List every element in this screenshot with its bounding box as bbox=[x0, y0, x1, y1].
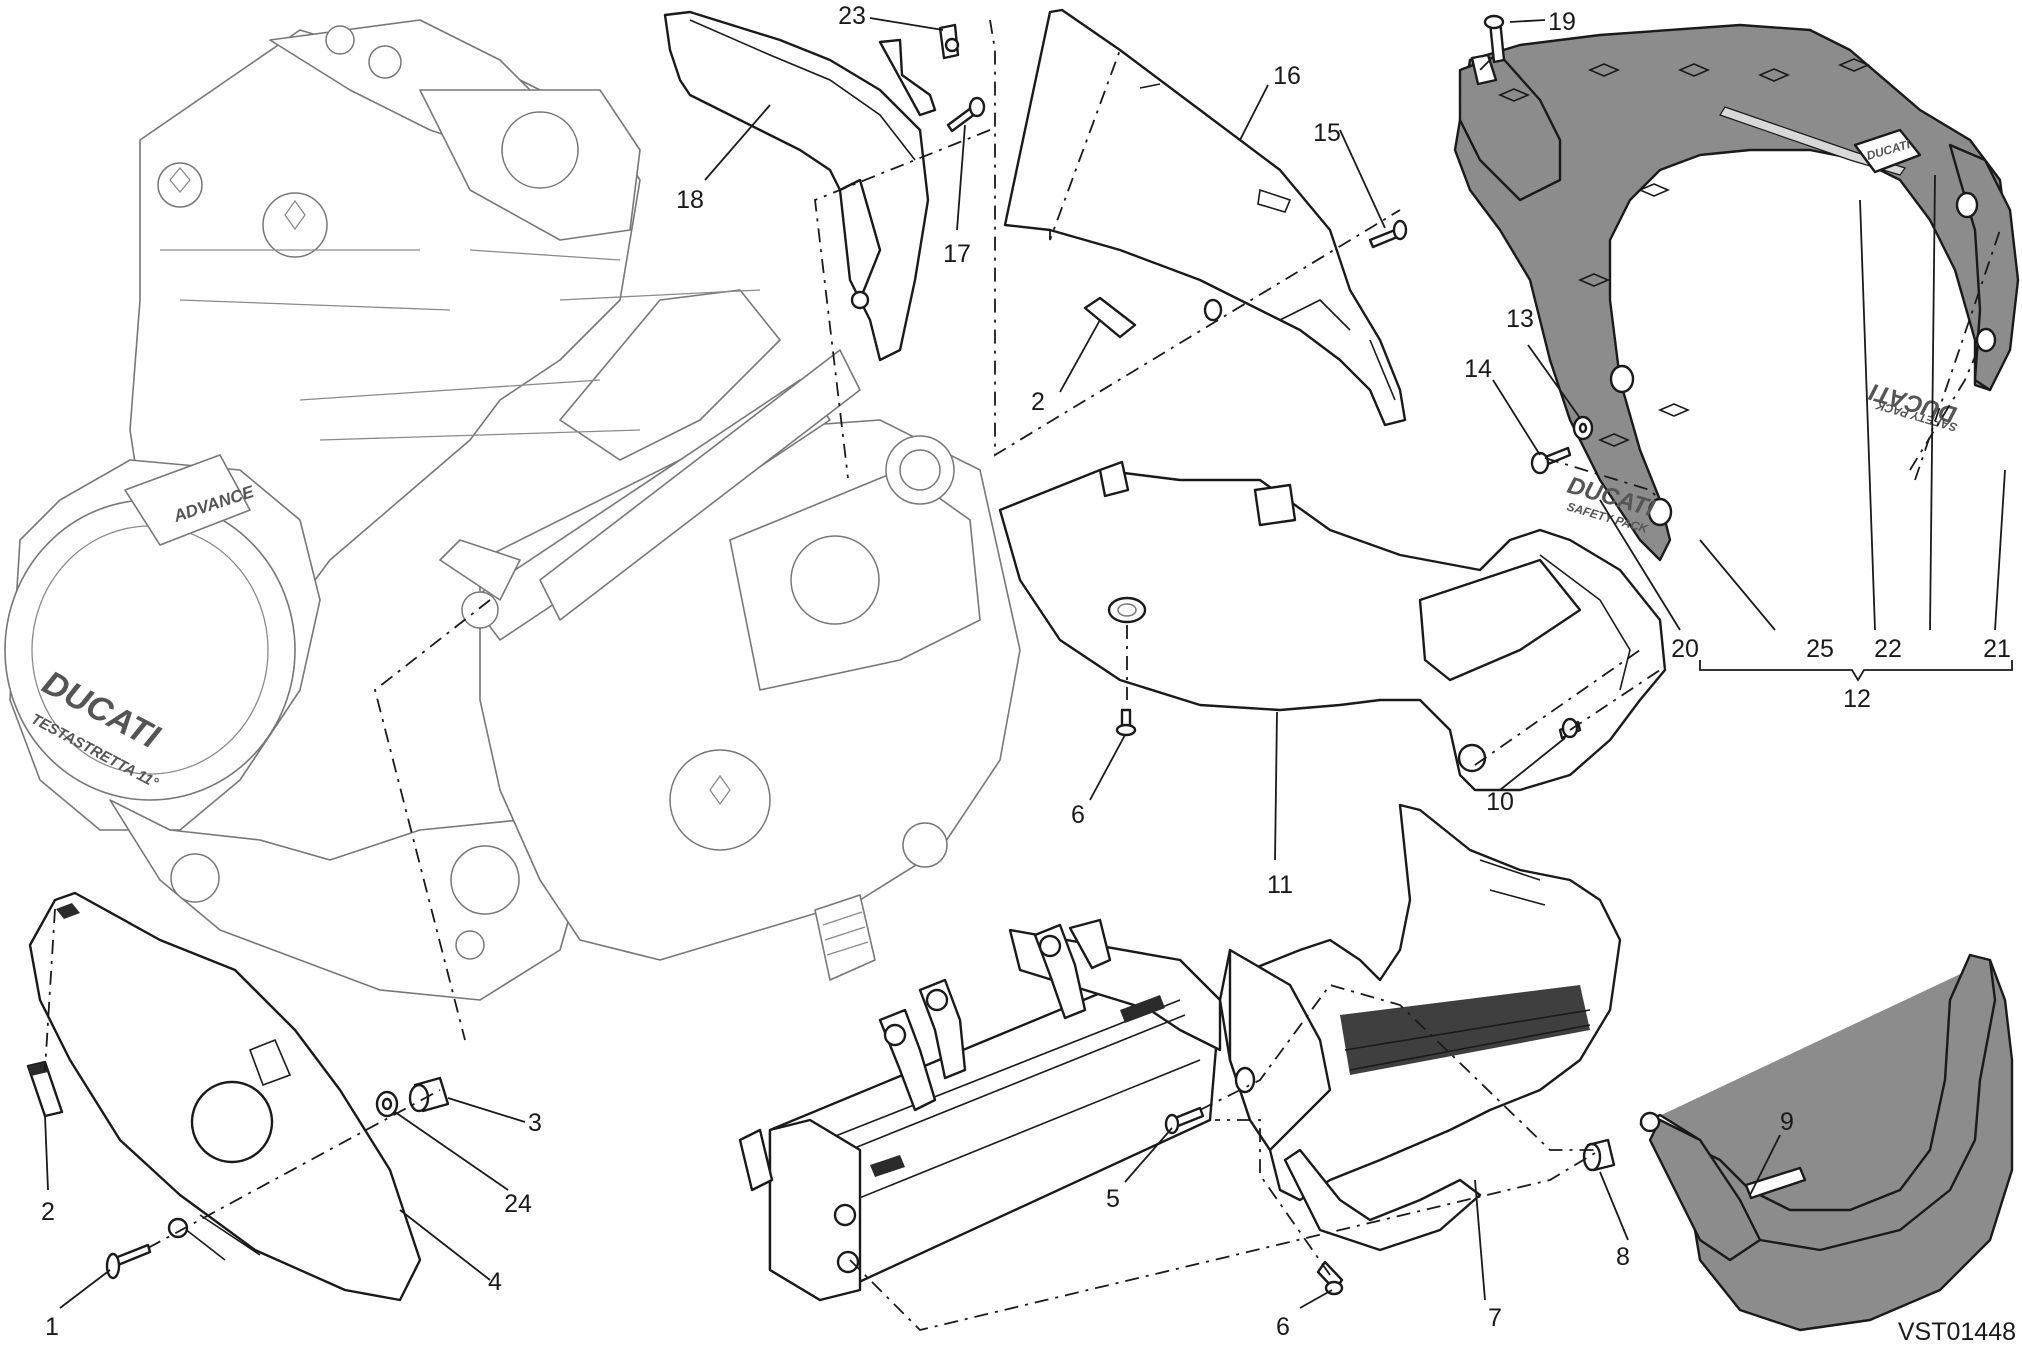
callout-22: 22 bbox=[1874, 635, 1902, 663]
callout-6-upper: 6 bbox=[1071, 801, 1085, 829]
part-2-clip-upper bbox=[1083, 296, 1137, 339]
callout-15: 15 bbox=[1313, 119, 1341, 147]
callout-18: 18 bbox=[676, 186, 704, 214]
decal-21: DUCATI SAFETY PACK bbox=[1865, 377, 1959, 434]
callout-8: 8 bbox=[1616, 1243, 1630, 1271]
part-5-screw bbox=[1164, 1106, 1205, 1135]
callout-25: 25 bbox=[1806, 635, 1834, 663]
part-16-side-panel bbox=[1003, 8, 1407, 427]
part-2-clip-left bbox=[26, 1060, 64, 1118]
part-24-washer bbox=[375, 1090, 399, 1118]
drawing-reference-code: VST01448 bbox=[1898, 1318, 2016, 1346]
callout-7: 7 bbox=[1488, 1304, 1502, 1332]
part-23-clip-nut bbox=[938, 23, 960, 60]
part-13-washer bbox=[1572, 415, 1594, 441]
callout-2-upper: 2 bbox=[1031, 388, 1045, 416]
callout-1: 1 bbox=[45, 1313, 59, 1341]
part-8-spacer bbox=[1582, 1138, 1616, 1172]
part-6-screw-upper bbox=[1115, 708, 1137, 737]
callout-5: 5 bbox=[1106, 1185, 1120, 1213]
leader-lines bbox=[44, 17, 2013, 1309]
part-11-lower-fairing-panel bbox=[998, 460, 1667, 792]
callout-2-left: 2 bbox=[41, 1198, 55, 1226]
callout-17: 17 bbox=[943, 240, 971, 268]
callout-3: 3 bbox=[528, 1109, 542, 1137]
part-19-screw bbox=[1470, 14, 1506, 86]
callout-6-lower: 6 bbox=[1276, 1313, 1290, 1341]
part-18-heat-shield bbox=[663, 10, 937, 362]
callout-4: 4 bbox=[488, 1268, 502, 1296]
part-12-upper-fairing: DUCATI bbox=[1453, 23, 2020, 562]
part-3-spacer bbox=[408, 1076, 450, 1113]
callout-13: 13 bbox=[1506, 305, 1534, 333]
callout-11: 11 bbox=[1267, 871, 1293, 899]
callout-21: 21 bbox=[1983, 635, 2011, 663]
assembly-lines bbox=[44, 19, 2001, 1331]
part-9-lower-cowl bbox=[1639, 953, 2014, 1332]
callout-10: 10 bbox=[1486, 788, 1514, 816]
radiator bbox=[738, 918, 1222, 1302]
callout-20: 20 bbox=[1671, 635, 1699, 663]
part-6-screw-lower bbox=[1316, 1260, 1344, 1296]
part-15-screw bbox=[1368, 219, 1408, 249]
callout-9: 9 bbox=[1780, 1108, 1794, 1136]
callout-16: 16 bbox=[1273, 62, 1301, 90]
callout-14: 14 bbox=[1464, 355, 1492, 383]
callout-labels: 1 2 2 3 4 5 6 6 7 8 9 10 11 12 13 14 15 … bbox=[41, 2, 2011, 1341]
part-7-belly-pan bbox=[1218, 803, 1622, 1252]
part-4-belt-cover bbox=[28, 891, 422, 1302]
callout-23: 23 bbox=[838, 2, 866, 30]
callout-19: 19 bbox=[1548, 8, 1576, 36]
part-17-screw bbox=[946, 96, 986, 133]
engine-assembly: ADVANCE DUCATI TESTASTRETTA 11° bbox=[4, 19, 1021, 1001]
callout-24: 24 bbox=[504, 1190, 532, 1218]
part-14-screw bbox=[1530, 446, 1572, 475]
callout-12: 12 bbox=[1843, 685, 1871, 713]
part-1-screw bbox=[105, 1243, 152, 1280]
